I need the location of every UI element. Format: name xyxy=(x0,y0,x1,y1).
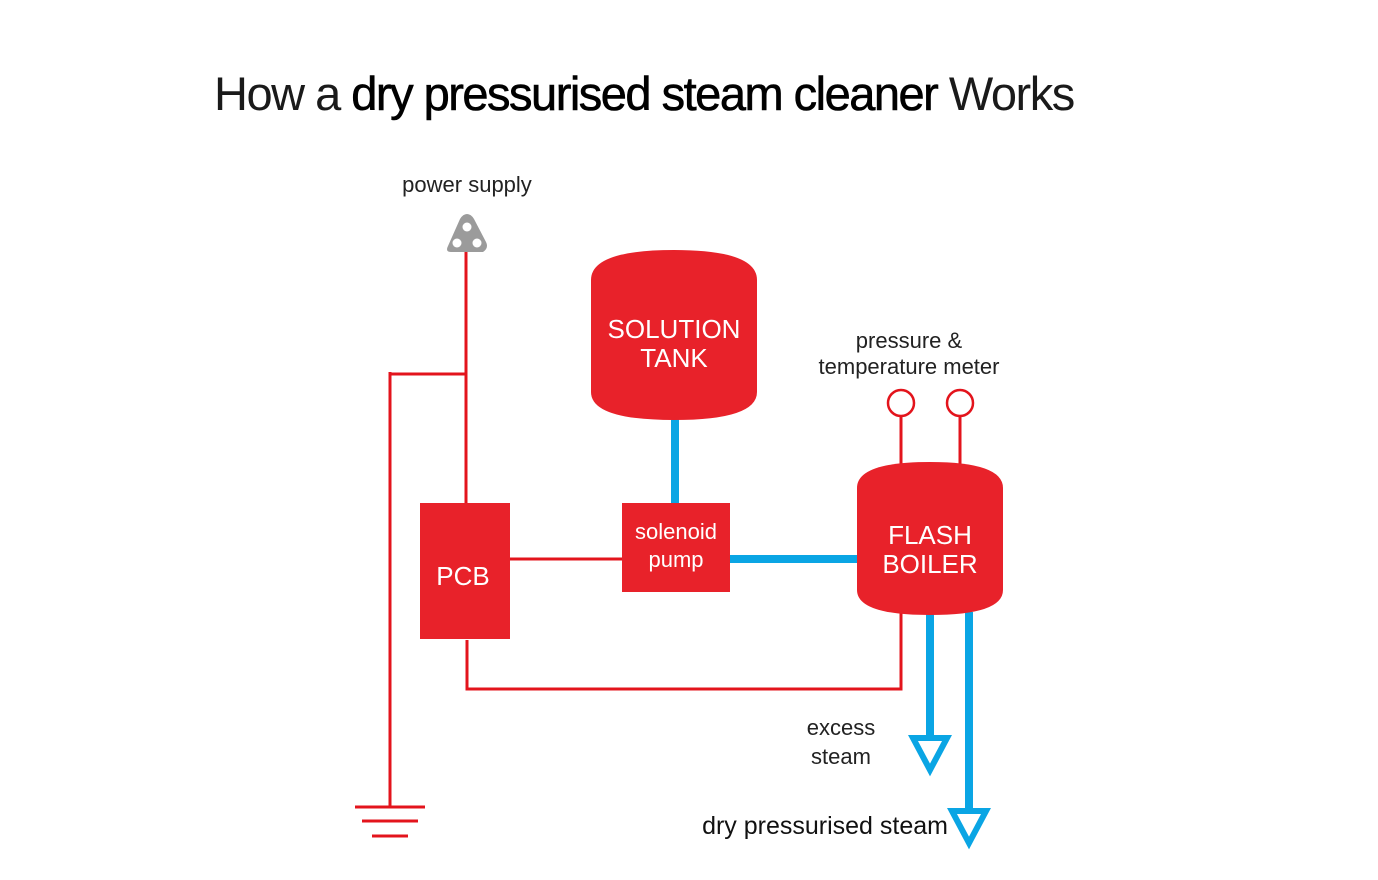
dry-steam-arrow-icon xyxy=(947,808,991,850)
pcb-label: PCB xyxy=(436,561,489,591)
title-suffix: Works xyxy=(937,67,1073,120)
solenoid-pump: solenoid pump xyxy=(622,503,730,592)
electrical-wiring xyxy=(388,252,962,806)
excess-steam-arrow-icon xyxy=(908,735,952,777)
pressure-gauge-icon xyxy=(886,388,916,418)
meter-label-line2: temperature meter xyxy=(819,354,1000,379)
flash-boiler-label-line2: BOILER xyxy=(882,549,977,579)
solenoid-pump-label-line1: solenoid xyxy=(635,519,717,544)
power-supply-label: power supply xyxy=(402,172,532,197)
solution-tank-label-line2: TANK xyxy=(640,343,708,373)
flash-boiler-label-line1: FLASH xyxy=(888,520,972,550)
fluid-pipes xyxy=(671,418,973,815)
pcb-component: PCB xyxy=(420,503,510,639)
title-emphasis: dry pressurised steam cleaner xyxy=(351,67,938,120)
temperature-gauge-icon xyxy=(945,388,975,418)
title-prefix: How a xyxy=(214,67,351,120)
dry-steam-output-label: dry pressurised steam xyxy=(702,812,948,840)
ground-symbol-icon xyxy=(355,805,425,838)
meter-label-line1: pressure & xyxy=(856,328,963,353)
excess-steam-label-line2: steam xyxy=(811,744,871,769)
wire-pcb-to-boiler xyxy=(465,612,903,691)
solenoid-pump-label-line2: pump xyxy=(648,547,703,572)
solution-tank: SOLUTION TANK xyxy=(591,250,757,420)
solution-tank-label-line1: SOLUTION xyxy=(608,314,741,344)
page-title: How a dry pressurised steam cleaner Work… xyxy=(214,67,1074,120)
power-plug-icon xyxy=(447,214,487,252)
excess-steam-label-line1: excess xyxy=(807,715,875,740)
flash-boiler: FLASH BOILER xyxy=(857,462,1003,615)
